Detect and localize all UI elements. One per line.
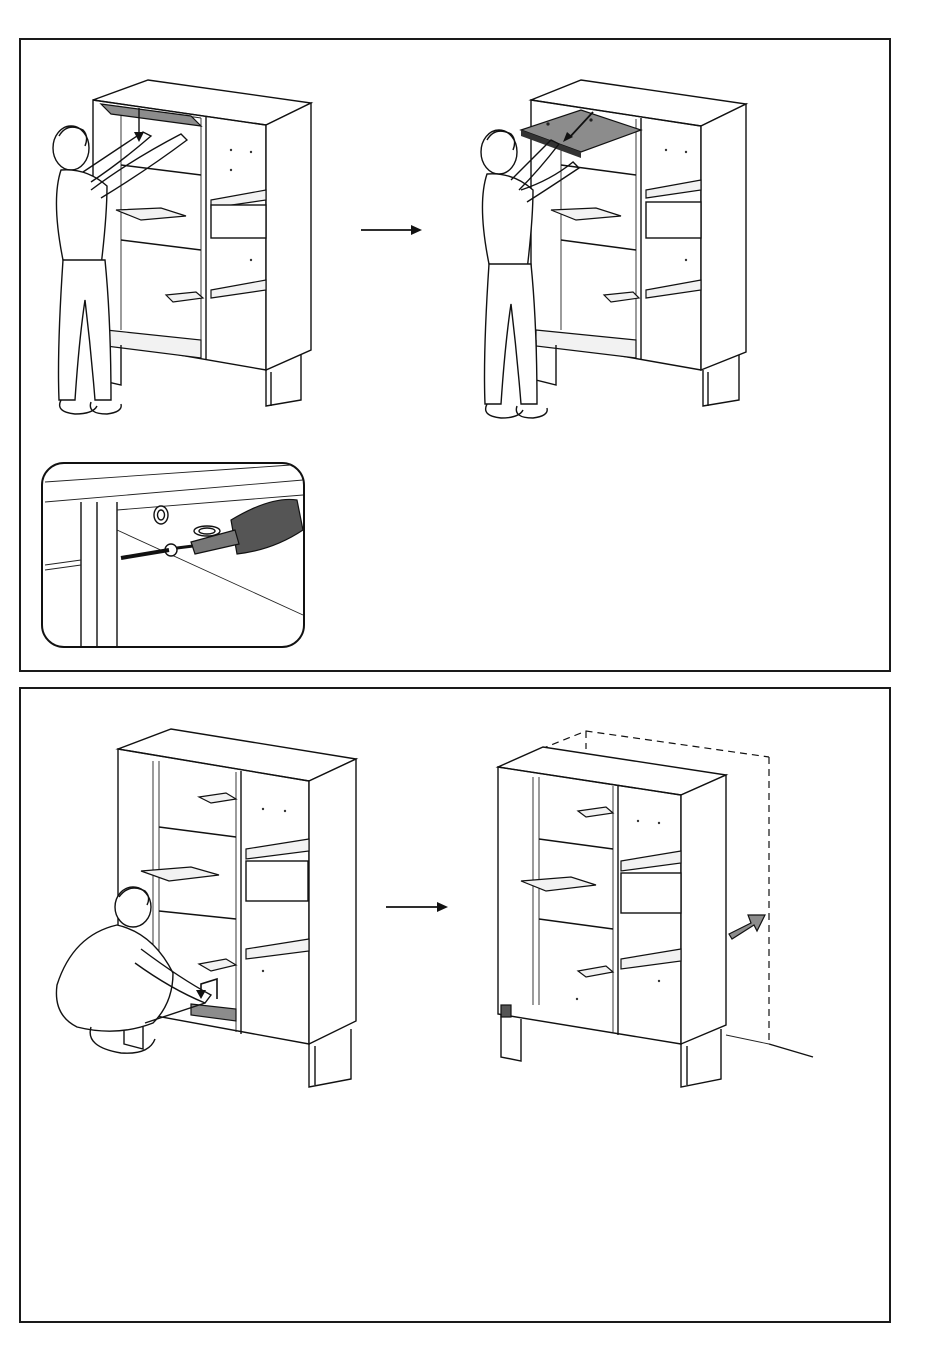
person-lifting [53, 126, 187, 414]
push-arrow-icon [729, 915, 765, 939]
step-panel-bottom [19, 687, 891, 1323]
cabinet-frame-3 [118, 729, 356, 1087]
step-top-illustration [21, 40, 893, 674]
step-arrow-icon [361, 225, 422, 235]
cabinet-frame-4 [498, 731, 813, 1087]
step-arrow-icon-2 [386, 902, 448, 912]
cabinet-frame-2 [521, 80, 746, 406]
step-bottom-illustration [21, 689, 893, 1325]
step-panel-top [19, 38, 891, 672]
cabinet-frame-1 [93, 80, 311, 406]
person-pushing [481, 130, 579, 418]
person-crouching [56, 887, 211, 1053]
drill-detail-inset [42, 463, 304, 647]
